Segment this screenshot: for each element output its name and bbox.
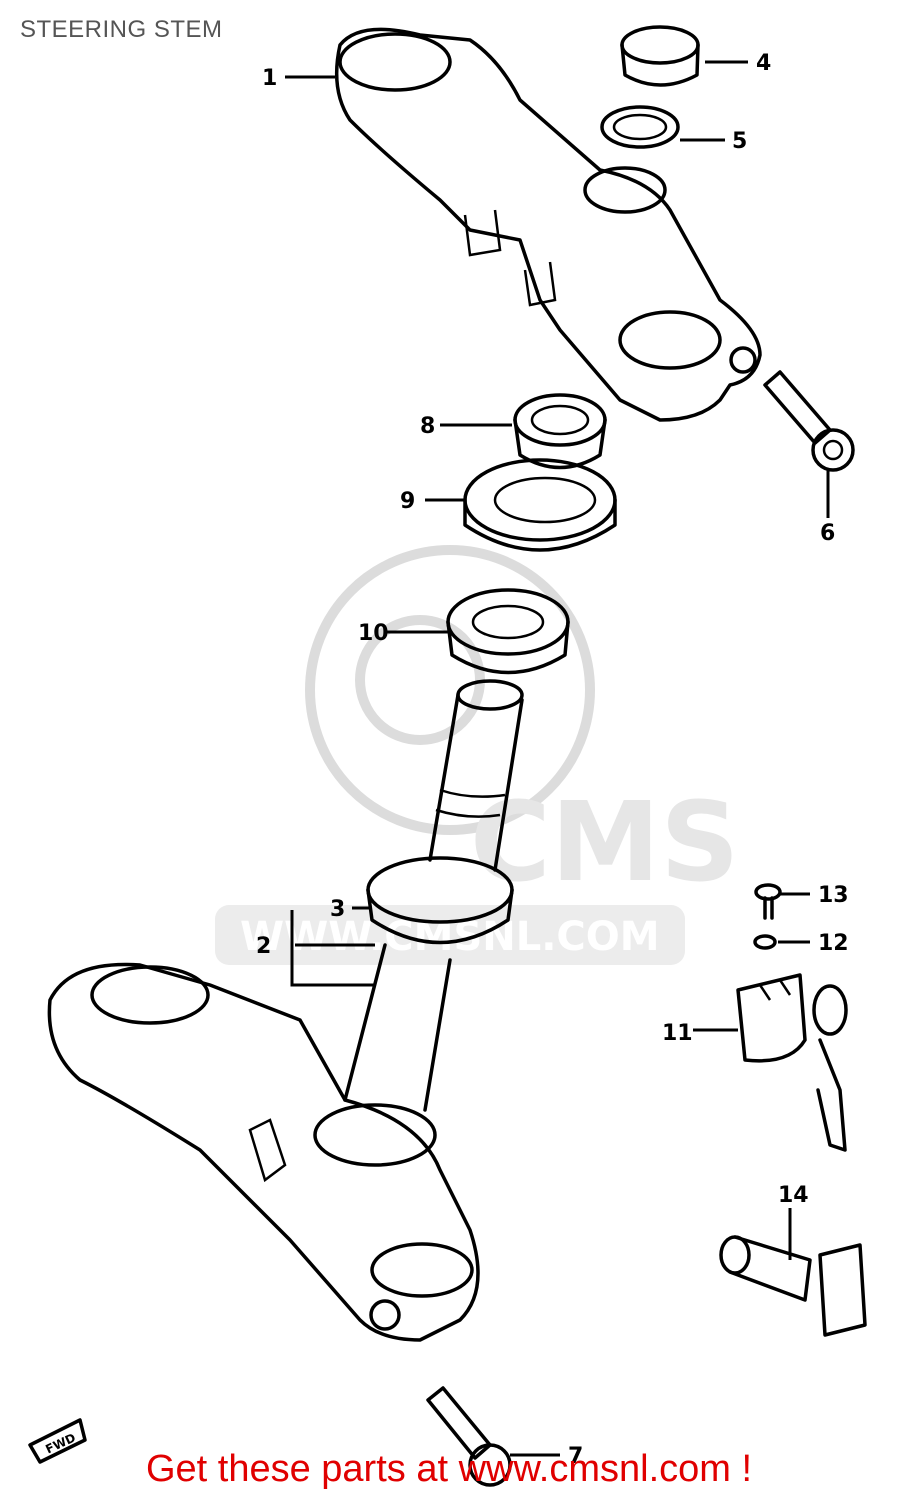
upper-bearing — [446, 588, 570, 675]
callout-14: 14 — [778, 1183, 809, 1208]
callout-3: 3 — [330, 897, 345, 922]
washer-inner — [612, 113, 668, 141]
upper-bracket — [334, 27, 762, 422]
lower-bracket — [47, 962, 480, 1342]
callout-8: 8 — [420, 414, 435, 439]
callout-6: 6 — [820, 521, 835, 546]
clamp-bolt-upper — [763, 370, 855, 472]
steering-lock — [736, 973, 848, 1152]
stem-nut-seat — [583, 166, 667, 214]
callout-5: 5 — [732, 129, 747, 154]
footer-link-text[interactable]: Get these parts at www.cmsnl.com ! — [145, 1448, 753, 1490]
lock-washer — [753, 934, 777, 950]
steering-nut — [513, 393, 607, 470]
callout-4: 4 — [756, 51, 771, 76]
cap-nut — [620, 25, 700, 87]
washer — [600, 105, 680, 149]
callout-7: 7 — [568, 1444, 583, 1469]
callout-numbers: 1 2 3 4 5 6 7 8 9 10 11 12 13 14 — [256, 51, 849, 1469]
lock-set — [719, 1235, 867, 1337]
page-title: STEERING STEM — [20, 16, 223, 43]
watermark-brand: CMS — [470, 778, 739, 906]
callout-10: 10 — [358, 621, 389, 646]
callout-2: 2 — [256, 934, 271, 959]
clamp-bolt-lower — [426, 1386, 512, 1487]
leader-lines — [285, 60, 830, 1457]
callout-12: 12 — [818, 931, 849, 956]
dust-seal — [463, 458, 617, 552]
steering-stem — [343, 679, 524, 1112]
callout-9: 9 — [400, 489, 415, 514]
callout-1: 1 — [262, 66, 277, 91]
callout-11: 11 — [662, 1021, 693, 1046]
lock-screw — [754, 883, 782, 920]
watermark: CMS WWW.CMSNL.COM — [215, 545, 739, 965]
callout-13: 13 — [818, 883, 849, 908]
